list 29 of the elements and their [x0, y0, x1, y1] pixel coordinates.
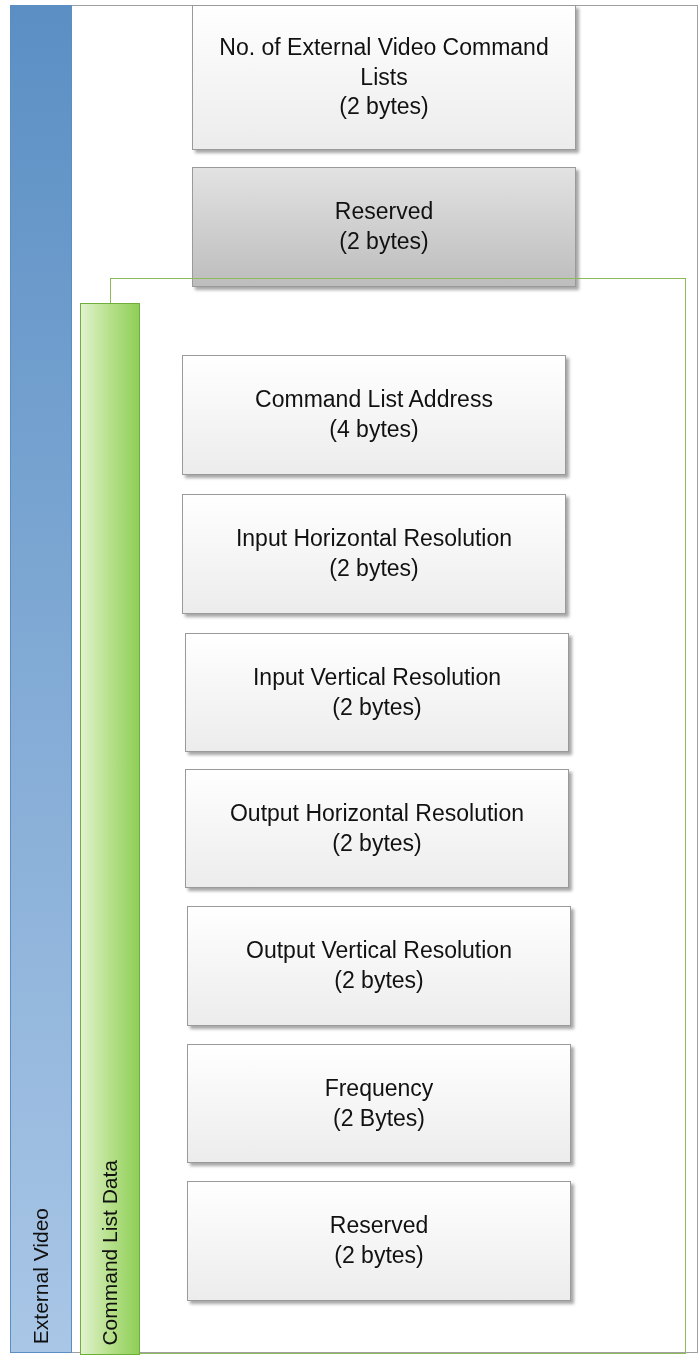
- field-name: Output Horizontal Resolution: [229, 798, 525, 828]
- group-title: Command List Data: [98, 1160, 122, 1346]
- field-size: (2 bytes): [334, 1241, 424, 1270]
- field-name: Reserved: [334, 197, 434, 227]
- field-box: [192, 5, 576, 150]
- field-box: [187, 906, 571, 1026]
- field-box: [185, 633, 569, 752]
- field-box: [192, 167, 576, 287]
- field-size: (2 bytes): [339, 227, 429, 256]
- field-size: (2 bytes): [334, 966, 424, 995]
- field-name: No. of External Video Command Lists: [219, 32, 549, 92]
- field-name: Input Vertical Resolution: [252, 662, 501, 692]
- field-size: (2 bytes): [339, 92, 429, 122]
- field-name: Input Horizontal Resolution: [235, 524, 513, 554]
- group-title: External Video: [29, 1207, 53, 1344]
- field-size: (2 bytes): [329, 554, 419, 583]
- field-box: [182, 494, 566, 614]
- field-box: [187, 1181, 571, 1301]
- field-size: (2 bytes): [332, 828, 422, 858]
- field-size: (4 bytes): [329, 415, 419, 444]
- field-size: (2 Bytes): [333, 1103, 425, 1133]
- field-box: [185, 769, 569, 888]
- field-name: Reserved: [329, 1211, 429, 1241]
- field-box: [187, 1044, 571, 1163]
- field-name: Output Vertical Resolution: [246, 936, 512, 966]
- field-size: (2 bytes): [332, 692, 422, 722]
- field-name: Frequency: [324, 1073, 434, 1103]
- field-name: Command List Address: [255, 385, 493, 415]
- field-box: [182, 355, 566, 475]
